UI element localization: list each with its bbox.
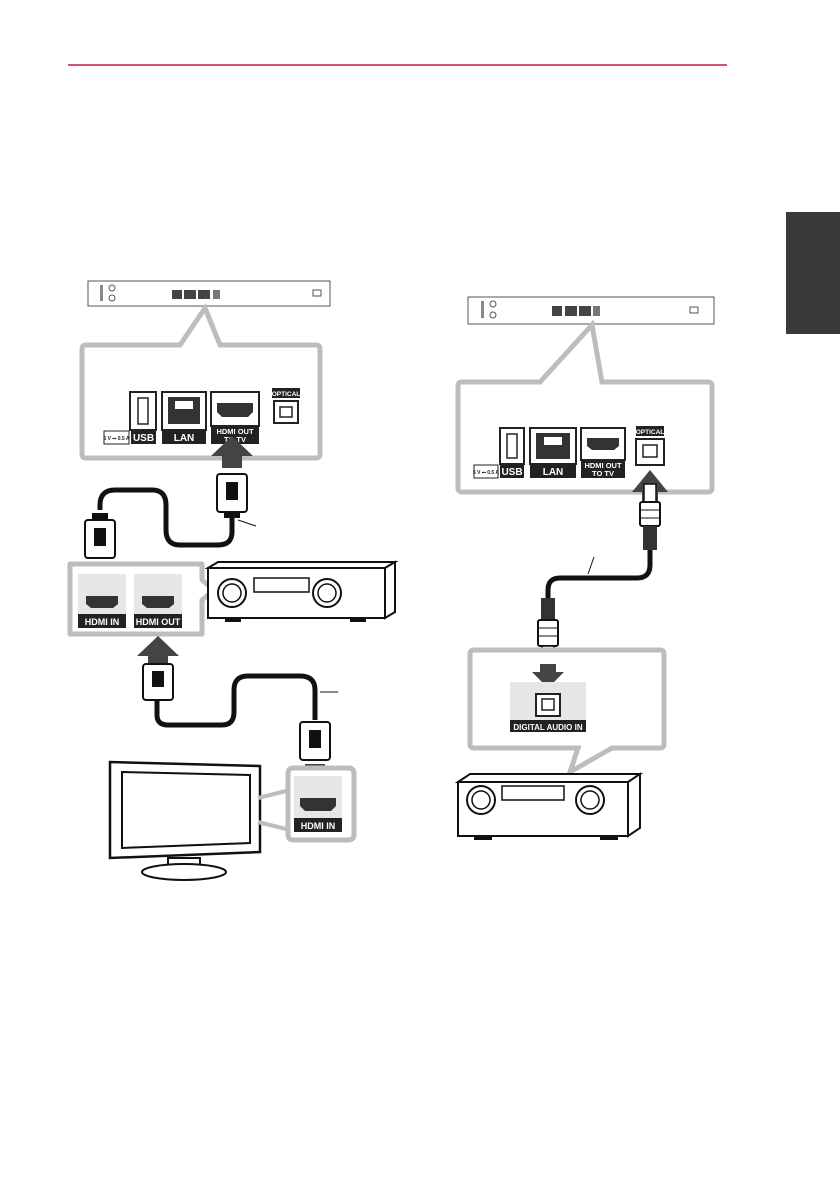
player-rear-panel [468,297,714,324]
hdmi-plug [85,513,115,558]
hdmi-cable-2 [157,676,315,725]
receiver-hdmi-in-label: HDMI IN [85,617,120,627]
hdmi-out-port: HDMI OUT TO TV [581,428,625,478]
hdmi-out-label-2: TO TV [592,469,614,478]
usb-rating: 5 V ⎓ 0.5 A [103,436,129,442]
receiver-hdmi-in-port: HDMI IN [78,574,126,628]
hdmi-plug [217,474,247,518]
receiver-hdmi-out-label: HDMI OUT [136,617,181,627]
right-connection-diagram: USB 5 V ⎓ 0.5 A LAN HDMI OUT TO TV OPTIC… [458,297,714,840]
optical-label: OPTICAL [272,391,301,398]
digital-audio-in-label: DIGITAL AUDIO IN [513,723,582,732]
chapter-tab [786,212,840,334]
optical-port: OPTICAL [636,426,665,465]
lan-label: LAN [174,433,195,444]
tv-hdmi-in-label: HDMI IN [301,821,336,831]
optical-cable [548,550,650,600]
optical-port: OPTICAL [272,388,301,423]
usb-rating: 5 V ⎓ 0.5 A [473,470,499,476]
hdmi-cable-1 [100,490,232,545]
digital-audio-in-port: DIGITAL AUDIO IN [510,682,586,732]
av-receiver [458,774,640,840]
lan-port: LAN [530,428,576,478]
player-rear-panel [88,281,330,306]
av-receiver [208,562,395,622]
optical-cable-leader [588,557,594,574]
left-connection-diagram: USB 5 V ⎓ 0.5 A LAN HDMI OUT TO TV OPTIC… [70,281,395,880]
lan-port: LAN [162,392,206,444]
usb-label: USB [501,467,522,478]
hdmi-plug [300,722,330,760]
receiver-hdmi-out-port: HDMI OUT [134,574,182,628]
usb-label: USB [133,433,154,444]
hdmi-out-port: HDMI OUT TO TV [211,392,259,444]
lan-label: LAN [543,467,564,478]
television [110,762,290,880]
cable-1-leader [238,520,256,526]
tv-hdmi-in-port: HDMI IN [294,776,342,832]
optical-label: OPTICAL [636,429,665,436]
hdmi-plug [143,664,173,700]
